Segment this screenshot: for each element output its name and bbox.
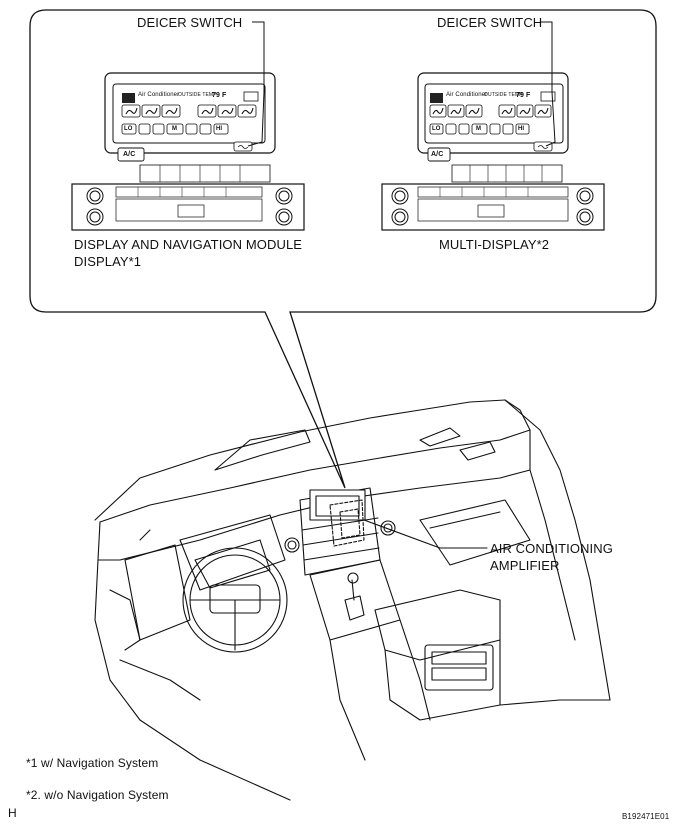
deicer-leaders	[247, 21, 556, 147]
outside-temp-right: OUTSIDE TEMP	[484, 92, 523, 98]
fan-lo-button-right: LO	[432, 126, 441, 132]
multi-display-caption: MULTI-DISPLAY*2	[439, 237, 550, 252]
screen-title-right: Air Conditioner	[446, 92, 488, 98]
deicer-switch-label-left: DEICER SWITCH	[137, 15, 243, 30]
ac-button-right: A/C	[431, 151, 444, 158]
page-letter: H	[8, 806, 17, 820]
screen-title-left: Air Conditioner	[138, 92, 180, 98]
ac-amplifier-label-line1: AIR CONDITIONING	[490, 541, 613, 556]
nav-display-caption-line1: DISPLAY AND NAVIGATION MODULE	[74, 237, 303, 252]
fan-m-button-left: M	[172, 126, 178, 132]
fan-hi-button-left: HI	[216, 126, 223, 132]
multi-display-panel	[381, 72, 605, 231]
vehicle-interior	[94, 399, 611, 801]
deicer-switch-label-right: DEICER SWITCH	[437, 15, 543, 30]
ac-amplifier-label-line2: AMPLIFIER	[490, 558, 560, 573]
outside-temp-left: OUTSIDE TEMP	[178, 92, 217, 98]
nav-display-caption-line2: DISPLAY*1	[74, 254, 142, 269]
fan-hi-button-right: HI	[518, 126, 525, 132]
footnote-2: *2. w/o Navigation System	[26, 788, 169, 802]
fan-lo-button-left: LO	[124, 126, 133, 132]
footnote-1: *1 w/ Navigation System	[26, 756, 159, 770]
figure-id: B192471E01	[622, 812, 670, 821]
temp-readout-right: 79 F	[516, 92, 531, 99]
fan-m-button-right: M	[476, 126, 482, 132]
temp-readout-left: 79 F	[212, 92, 227, 99]
nav-display-panel	[71, 72, 305, 231]
ac-button-left: A/C	[123, 151, 136, 158]
